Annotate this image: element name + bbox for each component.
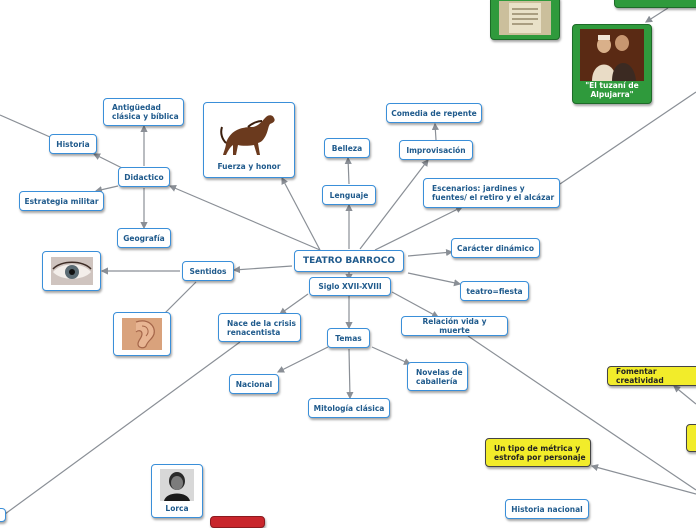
lorca-label: Lorca	[165, 504, 189, 513]
theatre-scene-icon	[580, 29, 644, 81]
book-page-icon	[499, 1, 551, 35]
eye-icon	[50, 257, 93, 285]
node-red-partial[interactable]	[210, 516, 265, 528]
node-relacion[interactable]: Relación vida y muerte	[401, 316, 508, 336]
node-escenarios[interactable]: Escenarios: jardines y fuentes/ el retir…	[423, 178, 560, 208]
node-fomentar[interactable]: Fomentar creatividad	[607, 366, 696, 386]
node-metrica[interactable]: Un tipo de métrica y estrofa por persona…	[485, 438, 591, 467]
node-green-top-partial[interactable]	[614, 0, 696, 8]
node-siglo[interactable]: Siglo XVII-XVIII	[309, 277, 391, 296]
node-comedia[interactable]: Comedia de repente	[386, 103, 482, 123]
node-eye-image[interactable]	[42, 251, 101, 291]
central-node[interactable]: TEATRO BARROCO	[294, 250, 404, 272]
portrait-lorca-icon	[160, 469, 194, 501]
node-belleza[interactable]: Belleza	[324, 138, 370, 158]
ear-icon	[122, 318, 162, 350]
node-nacional[interactable]: Nacional	[229, 374, 279, 394]
node-geografia[interactable]: Geografía	[117, 228, 171, 248]
node-fuerza-honor[interactable]: Fuerza y honor	[203, 102, 295, 178]
node-historia-nacional[interactable]: Historia nacional	[505, 499, 589, 519]
node-mitologia[interactable]: Mitología clásica	[308, 398, 390, 418]
fuerza-honor-label: Fuerza y honor	[217, 162, 281, 171]
node-sentidos[interactable]: Sentidos	[182, 261, 234, 281]
node-fiesta[interactable]: teatro=fiesta	[460, 281, 529, 301]
node-estrategia[interactable]: Estrategia militar	[19, 191, 104, 211]
node-green-book[interactable]	[490, 0, 560, 40]
tuzani-label: "El tuzaní de Alpujarra"	[585, 81, 639, 99]
node-ear-image[interactable]	[113, 312, 171, 356]
node-temas[interactable]: Temas	[327, 328, 370, 348]
node-lenguaje[interactable]: Lenguaje	[322, 185, 376, 205]
node-crisis[interactable]: Nace de la crisis renacentista	[218, 313, 301, 342]
node-antiguedad[interactable]: Antigüedad clásica y bíblica	[103, 98, 184, 126]
node-tuzani[interactable]: "El tuzaní de Alpujarra"	[572, 24, 652, 104]
node-lorca[interactable]: Lorca	[151, 464, 203, 518]
horse-icon	[220, 115, 275, 155]
node-novelas[interactable]: Novelas de caballería	[407, 362, 468, 391]
node-didactico[interactable]: Didactico	[118, 167, 170, 187]
node-caracter[interactable]: Carácter dinámico	[451, 238, 540, 258]
node-improvisacion[interactable]: Improvisación	[399, 140, 473, 160]
node-historia[interactable]: Historia	[49, 134, 97, 154]
node-yellow-partial[interactable]	[686, 424, 696, 452]
